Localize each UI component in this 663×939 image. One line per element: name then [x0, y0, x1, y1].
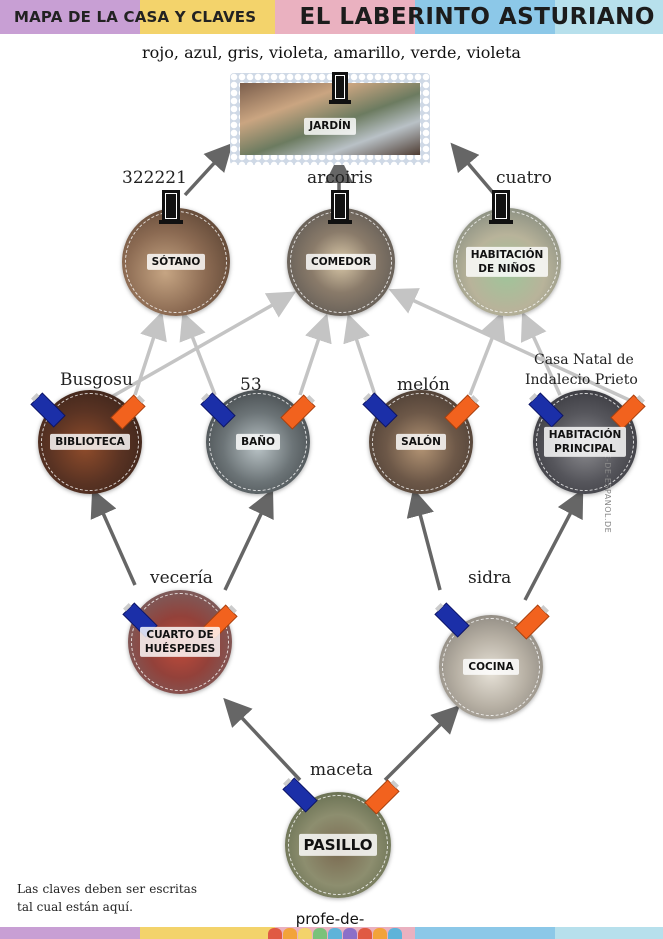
- orange-key-icon: [610, 394, 646, 430]
- arrow-bano-comedor: [298, 313, 332, 396]
- orange-key-icon: [444, 394, 480, 430]
- arrow-cocina-principal: [523, 488, 584, 601]
- arrow-bano-sotano: [179, 311, 217, 396]
- clue-salon: melón: [397, 375, 450, 395]
- brand-logo: profe-de-: [255, 910, 405, 928]
- blue-key-icon: [200, 392, 236, 428]
- room-label-comedor: COMEDOR: [306, 253, 376, 271]
- room-label-cuarto-huespedes: CUARTO DE HUÉSPEDES: [139, 626, 221, 658]
- brand-text: profe-de-: [295, 910, 365, 928]
- arrow-biblioteca-comedor: [84, 291, 297, 414]
- brand-logo-dots: [268, 928, 402, 939]
- arrow-principal-ninos: [520, 311, 562, 396]
- clue-cuarto-huespedes: vecería: [150, 568, 213, 588]
- room-label-cocina: COCINA: [463, 658, 519, 676]
- room-habitacion-ninos[interactable]: HABITACIÓN DE NIÑOS: [453, 208, 561, 316]
- door-icon: [159, 190, 183, 224]
- room-label-bano: BAÑO: [236, 433, 280, 451]
- door-icon: [329, 72, 351, 104]
- orange-key-icon: [280, 394, 316, 430]
- clue-pasillo: maceta: [310, 760, 373, 780]
- blue-key-icon: [528, 392, 564, 428]
- colors-clue: rojo, azul, gris, violeta, amarillo, ver…: [142, 43, 521, 62]
- arrow-principal-comedor: [388, 288, 641, 407]
- clue-habitacion-principal-line2: Indalecio Prieto: [525, 372, 638, 388]
- orange-key-icon: [364, 779, 400, 815]
- arrow-salon-ninos: [468, 311, 506, 396]
- clue-cocina: sidra: [468, 568, 512, 588]
- clue-bano: 53: [240, 375, 262, 395]
- arrow-pasillo-cocina: [383, 705, 460, 782]
- header-color-bar: [0, 0, 663, 34]
- arrow-huespedes-bano: [223, 488, 274, 591]
- room-cuarto-huespedes[interactable]: CUARTO DE HUÉSPEDES: [128, 590, 232, 694]
- arrow-ninos-jardin: [450, 142, 497, 197]
- room-label-jardin: JARDÍN: [304, 118, 356, 135]
- blue-key-icon: [30, 392, 66, 428]
- clue-habitacion-principal-line1: Casa Natal de: [534, 352, 634, 368]
- room-jardin[interactable]: JARDÍN: [230, 73, 430, 165]
- clue-habitacion-ninos: cuatro: [496, 168, 552, 188]
- arrow-pasillo-huespedes: [223, 697, 302, 782]
- blue-key-icon: [282, 777, 318, 813]
- blue-key-icon: [362, 392, 398, 428]
- arrow-huespedes-biblioteca: [90, 488, 137, 586]
- clue-biblioteca: Busgosu: [60, 370, 133, 390]
- blue-key-icon: [434, 602, 470, 638]
- room-comedor[interactable]: COMEDOR: [287, 208, 395, 316]
- room-label-habitacion-ninos: HABITACIÓN DE NIÑOS: [465, 246, 549, 278]
- room-label-sotano: SÓTANO: [146, 253, 206, 271]
- orange-key-icon: [514, 604, 550, 640]
- clue-comedor: arcoiris: [307, 168, 373, 188]
- footer-note: Las claves deben ser escritas tal cual e…: [17, 882, 197, 914]
- footer-color-bar: [0, 927, 663, 939]
- arrow-cocina-salon: [406, 488, 442, 591]
- door-icon: [328, 190, 352, 224]
- clue-sotano: 322221: [122, 168, 187, 188]
- room-habitacion-principal[interactable]: HABITACIÓN PRINCIPAL: [533, 390, 637, 494]
- room-label-habitacion-principal: HABITACIÓN PRINCIPAL: [543, 426, 627, 458]
- room-label-biblioteca: BIBLIOTECA: [50, 433, 130, 451]
- header-subtitle: MAPA DE LA CASA Y CLAVES: [14, 8, 257, 26]
- room-label-salon: SALÓN: [396, 433, 446, 451]
- arrow-salon-comedor: [343, 313, 377, 396]
- door-icon: [489, 190, 513, 224]
- room-sotano[interactable]: SÓTANO: [122, 208, 230, 316]
- room-label-pasillo: PASILLO: [298, 833, 378, 857]
- arrow-sotano-jardin: [183, 142, 233, 197]
- page-title: EL LABERINTO ASTURIANO: [299, 4, 655, 30]
- orange-key-icon: [110, 394, 146, 430]
